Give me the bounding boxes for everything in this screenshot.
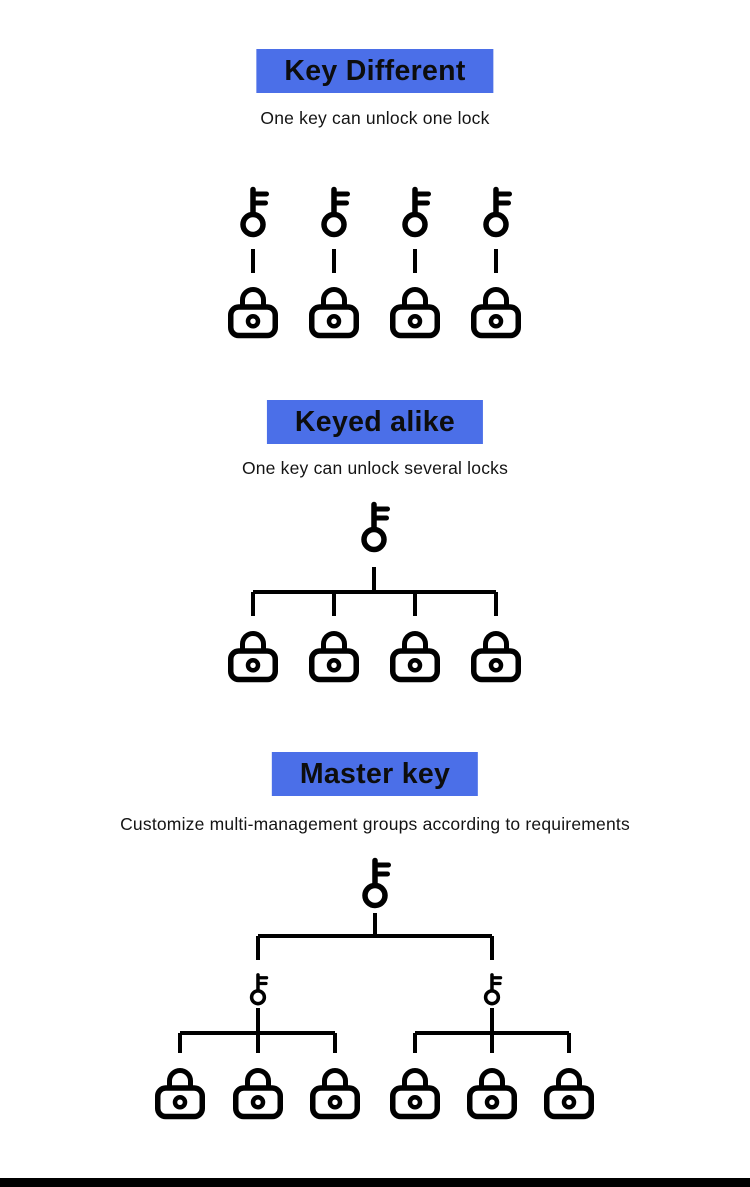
section-title-keyed-alike: Keyed alike [266,400,484,444]
key-different-diagram [231,190,519,336]
key-icon [324,190,348,235]
section-subtitle-master-key: Customize multi-management groups accord… [120,814,630,834]
lock-icon [474,290,519,336]
tree-connector [413,1008,571,1053]
lock-icon [312,290,357,336]
section-title-master-key: Master key [271,752,479,796]
sub-key-icon [483,973,503,1006]
tree-connector [251,567,498,616]
key-icon [243,190,267,235]
tree-connector [178,1008,337,1053]
footer-bar [0,1178,750,1187]
lock-icon [393,634,438,680]
lock-icon [393,290,438,336]
lock-icon [474,634,519,680]
tree-connector [256,913,494,960]
master-key-icon [365,861,389,906]
master-key-diagram [158,861,592,1117]
lock-icon [231,634,276,680]
lock-icon [231,290,276,336]
lock-icon [313,1071,358,1117]
section-subtitle-key-different: One key can unlock one lock [260,108,490,128]
lock-icon [547,1071,592,1117]
section-title-key-different: Key Different [256,49,494,93]
section-subtitle-keyed-alike: One key can unlock several locks [241,458,509,478]
keyed-alike-diagram [231,505,519,680]
lock-icon [393,1071,438,1117]
lock-icon [312,634,357,680]
key-icon [364,505,388,550]
sub-key-icon [249,973,269,1006]
key-icon [405,190,429,235]
key-icon [486,190,510,235]
lock-icon [158,1071,203,1117]
lock-icon [236,1071,281,1117]
lock-icon [470,1071,515,1117]
